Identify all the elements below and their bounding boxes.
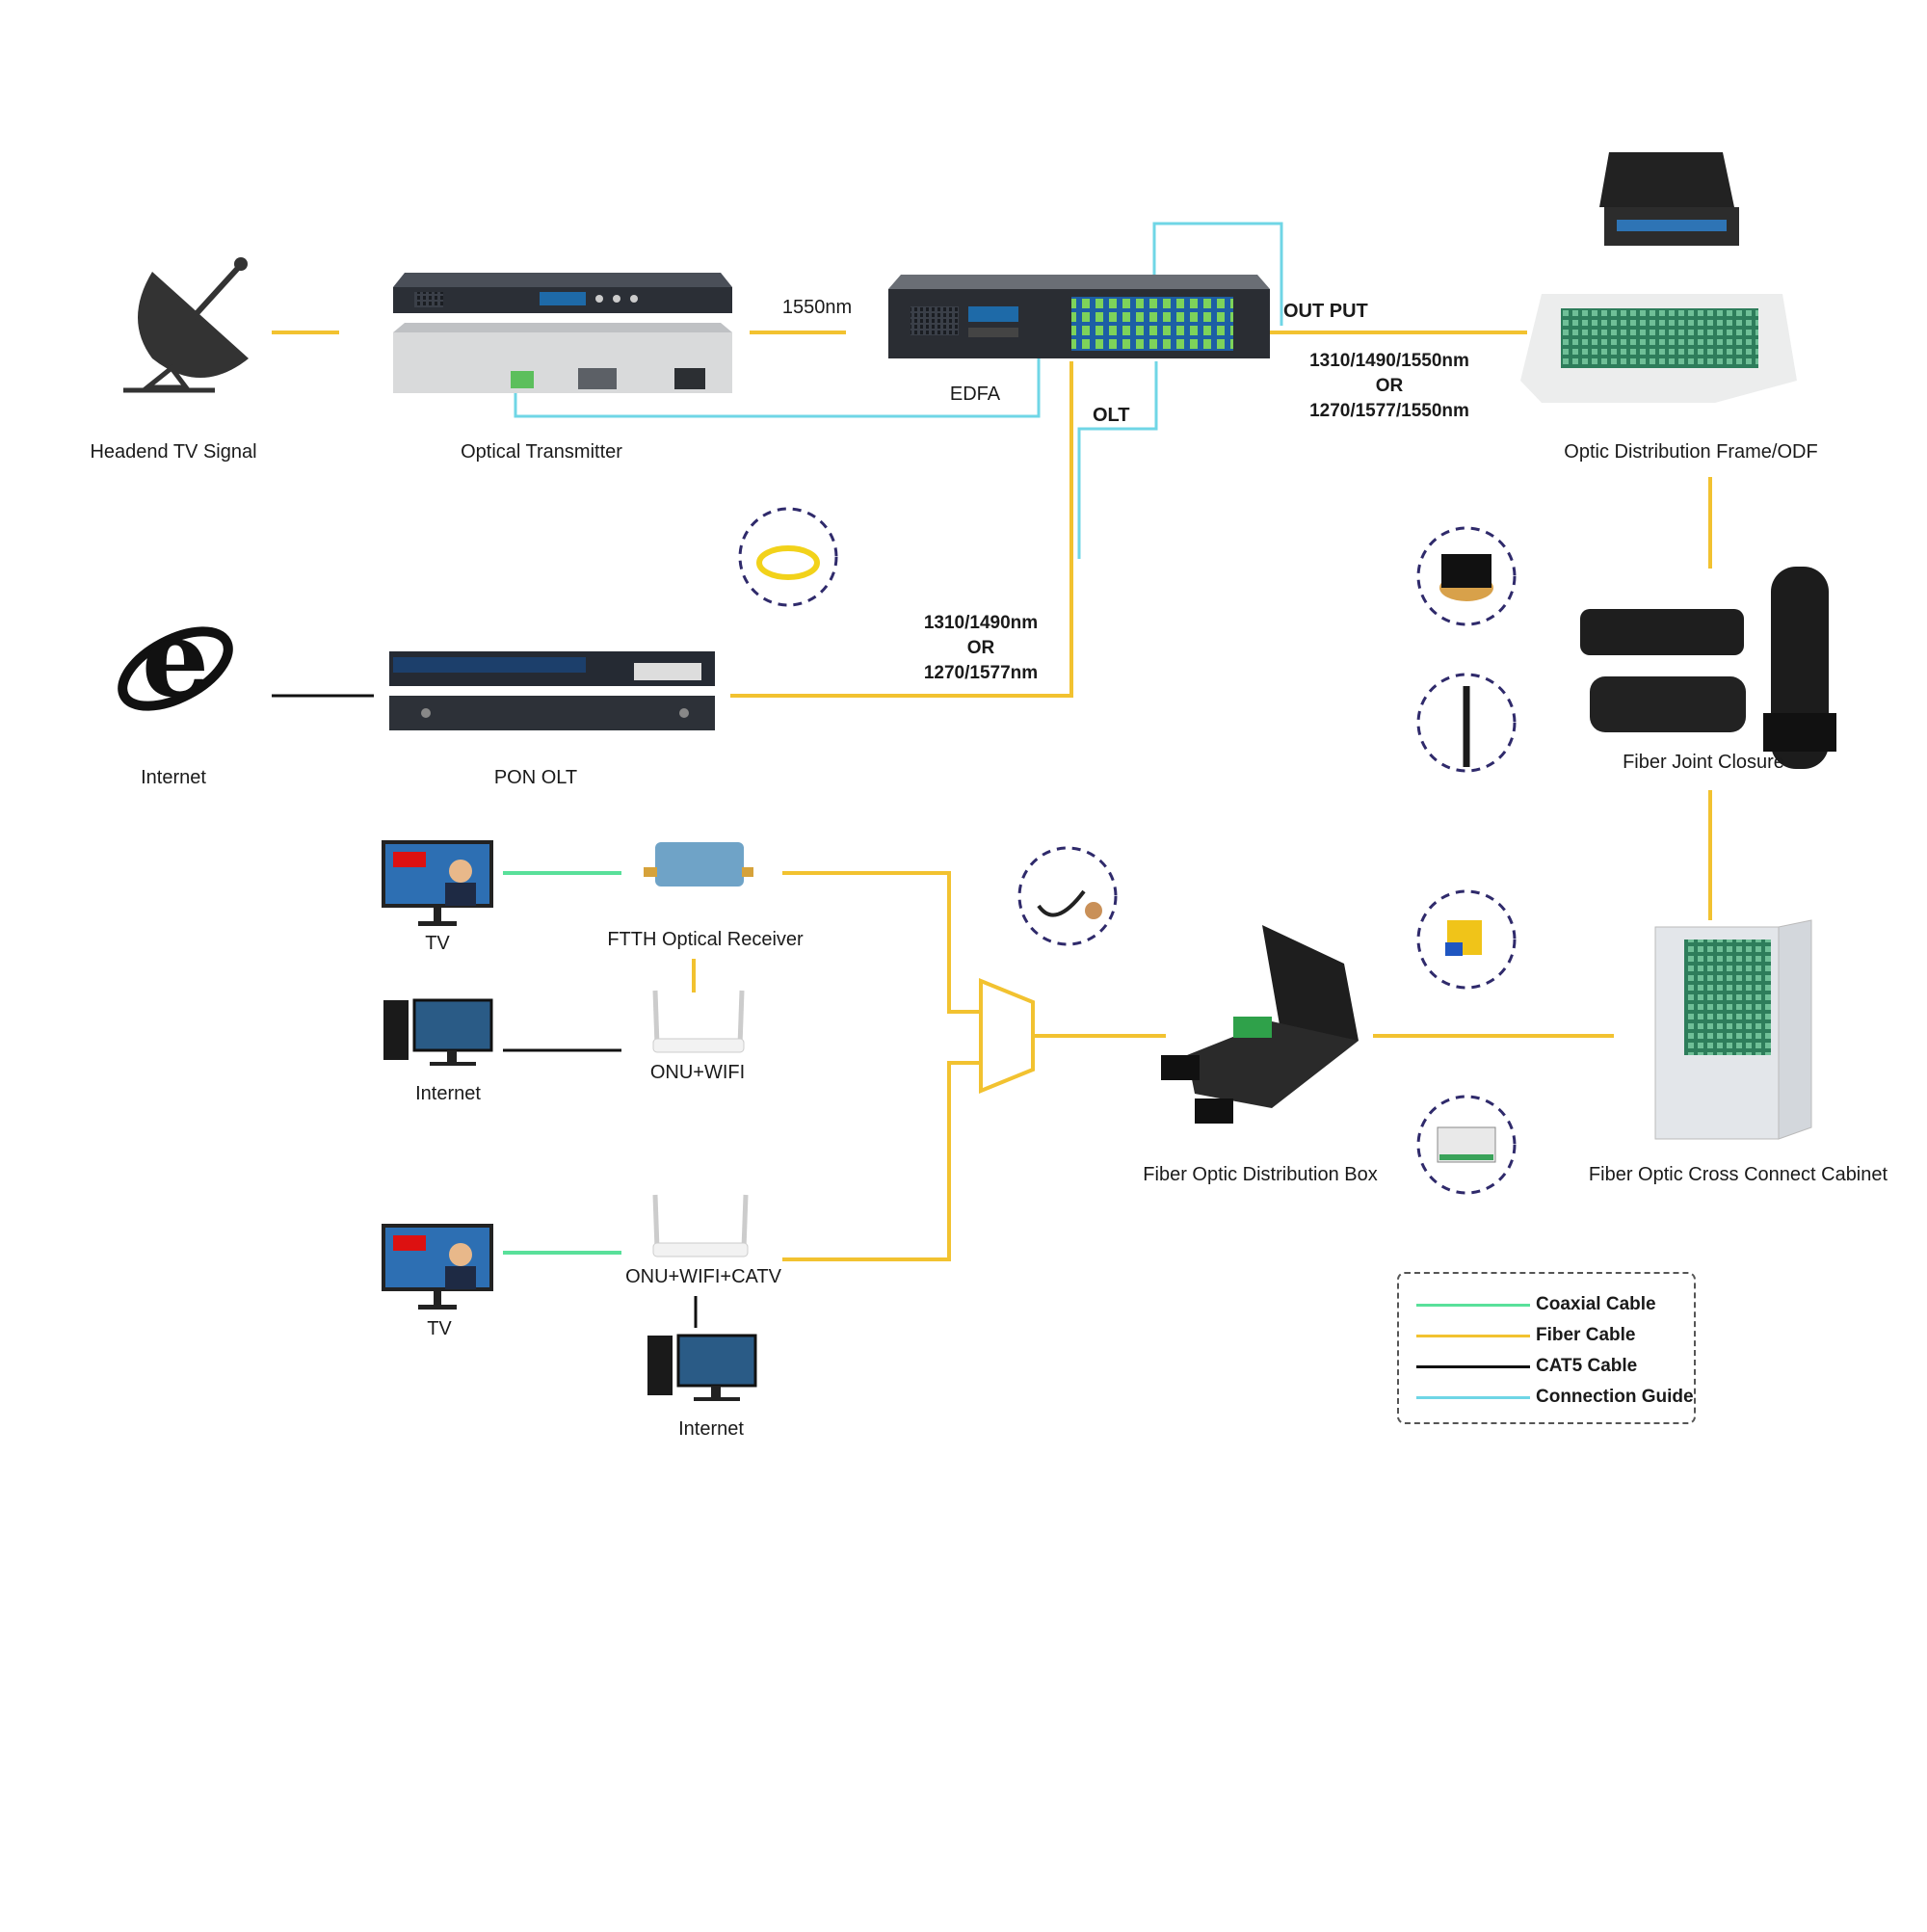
internet-top-label: Internet [141,767,206,788]
edfa-odf-wavelengths: 1310/1490/1550nm OR 1270/1577/1550nm [1309,349,1469,424]
headend-label: Headend TV Signal [90,441,257,463]
plc-splitter-icon [1416,1095,1517,1195]
splitter-module-icon [1416,889,1517,990]
ftth-receiver-label: FTTH Optical Receiver [607,929,804,950]
olt-edfa-wavelength-2: 1270/1577nm [923,663,1039,683]
cross-connect-cabinet-icon [1654,919,1812,1140]
legend-item-fiber: Fiber Cable [1416,1324,1635,1347]
internet-mid-label: Internet [415,1083,481,1104]
olt-edfa-wavelength-1: 1310/1490nm [923,613,1039,633]
wifi-catv-router-icon [652,1194,749,1257]
cable-spool-icon [1416,526,1517,626]
guide-olt-edfa [1077,361,1158,559]
legend-swatch-cat5 [1416,1364,1530,1368]
optical-transmitter-label: Optical Transmitter [461,441,622,463]
drop-cable-icon [1017,846,1118,946]
tx-edfa-wavelength: 1550nm [781,297,853,318]
internet-bottom-label: Internet [678,1418,744,1440]
patch-cord-icon [738,507,838,607]
legend-label-guide: Connection Guide [1536,1387,1694,1407]
legend-swatch-coax [1416,1303,1530,1307]
fiber-onu-splitter [782,1061,981,1261]
news-tv-2-icon [382,1224,493,1310]
tv1-label: TV [425,933,450,954]
olt-label: OLT [1093,405,1130,426]
onu-wifi-label: ONU+WIFI [649,1062,746,1083]
armored-cable-icon [1416,673,1517,773]
satellite-dish-icon [123,257,249,393]
wifi-router-icon [652,990,745,1053]
svg-text:e: e [142,596,209,721]
legend-label-coax: Coaxial Cable [1536,1294,1656,1314]
olt-edfa-wavelength-or: OR [966,638,995,658]
distribution-box-icon [1161,925,1359,1124]
legend-label-fiber: Fiber Cable [1536,1325,1636,1345]
pon-olt-icon [389,651,715,730]
desktop-computer-2-icon [647,1334,757,1401]
edfa-odf-wavelength-or: OR [1375,376,1404,396]
olt-edfa-wavelengths: 1310/1490nm OR 1270/1577nm [924,611,1038,686]
guide-edfa-output [1152,222,1283,326]
rack-transmitter-icon [393,273,732,393]
legend-swatch-guide [1416,1395,1530,1399]
fiber-joint-closure-icon [1580,567,1836,769]
legend-item-guide: Connection Guide [1416,1386,1694,1409]
legend-label-cat5: CAT5 Cable [1536,1356,1638,1376]
tv2-label: TV [427,1318,452,1339]
edfa-odf-wavelength-2: 1270/1577/1550nm [1309,401,1469,421]
fiber-receiver-splitter [782,871,981,1014]
edfa-amplifier-icon [888,275,1270,358]
distribution-box-label: Fiber Optic Distribution Box [1143,1164,1378,1185]
splitter-icon [979,978,1035,1094]
fiber-olt-edfa [730,361,1073,698]
guide-edfa-tx [514,308,1041,418]
cross-connect-label: Fiber Optic Cross Connect Cabinet [1588,1164,1888,1185]
legend: Coaxial Cable Fiber Cable CAT5 Cable Con… [1397,1272,1696,1424]
output-label: OUT PUT [1283,301,1368,322]
legend-item-coax: Coaxial Cable [1416,1293,1656,1316]
news-tv-icon [382,840,493,926]
onu-wifi-catv-label: ONU+WIFI+CATV [625,1266,781,1287]
legend-item-cat5: CAT5 Cable [1416,1355,1637,1378]
fiber-joint-closure-label: Fiber Joint Closure [1623,752,1784,773]
optical-receiver-icon [644,842,753,887]
legend-swatch-fiber [1416,1334,1530,1337]
desktop-computer-icon [383,998,493,1066]
internet-explorer-icon: e [118,596,233,721]
edfa-label: EDFA [949,384,1001,405]
pon-olt-label: PON OLT [493,767,578,788]
connection-lines [272,222,1712,1328]
edfa-odf-wavelength-1: 1310/1490/1550nm [1309,351,1469,371]
odf-rack-icon [1520,152,1797,403]
odf-label: Optic Distribution Frame/ODF [1564,441,1818,463]
